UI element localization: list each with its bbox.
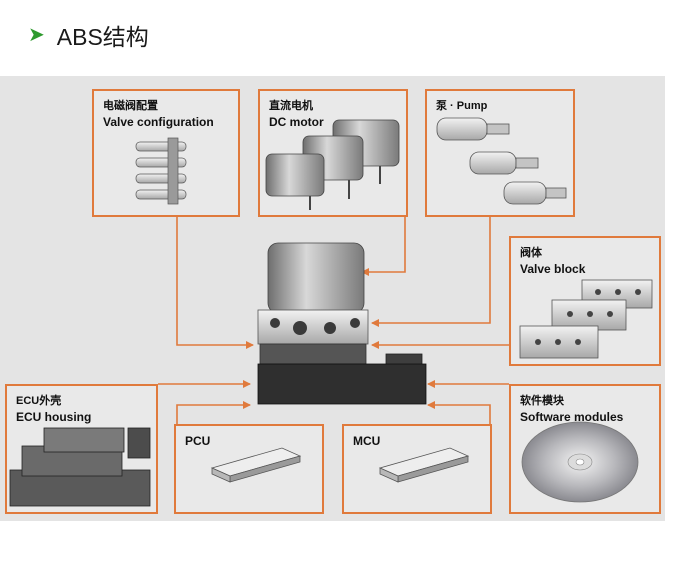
valve-configuration-illustration [135, 137, 187, 205]
arrow-pcu [176, 401, 251, 424]
dc-motor-label-en: DC motor [269, 115, 324, 129]
pump-illustration [436, 117, 567, 205]
valve-block-illustration [519, 279, 653, 359]
page-title: ABS结构 [56, 24, 149, 50]
dc-motor-label-cn: 直流电机 [269, 100, 313, 112]
ecu-housing-label-cn: ECU外壳 [16, 395, 62, 407]
arrow-dc-motor [361, 217, 406, 276]
connector-arrows [158, 217, 509, 424]
ecu-housing-label-en: ECU housing [16, 410, 92, 424]
mcu-label: MCU [353, 434, 381, 448]
software-modules-label-en: Software modules [520, 410, 624, 424]
valve-block-label-cn: 阀体 [520, 247, 542, 259]
valve-configuration-box: 电磁阀配置 Valve configuration [92, 89, 240, 217]
mcu-chip-illustration [378, 447, 470, 483]
green-arrow-bullet-icon: ➤ [28, 24, 45, 46]
pump-label: 泵 · Pump [436, 100, 488, 112]
title-row: ➤ ABS结构 [28, 18, 149, 52]
abs-unit-illustration [257, 242, 427, 405]
software-modules-label-cn: 软件模块 [520, 395, 564, 407]
arrow-mcu [427, 401, 491, 424]
disc-icon [521, 421, 639, 503]
ecu-housing-illustration [9, 427, 151, 507]
valve-configuration-label-en: Valve configuration [103, 115, 214, 129]
pcu-label: PCU [185, 434, 211, 448]
dc-motor-illustration [265, 119, 400, 210]
arrow-pump [371, 217, 491, 327]
pcu-chip-illustration [210, 447, 302, 483]
valve-configuration-label-cn: 电磁阀配置 [103, 100, 158, 112]
arrow-valve-config [176, 217, 254, 349]
valve-block-label-en: Valve block [520, 262, 586, 276]
